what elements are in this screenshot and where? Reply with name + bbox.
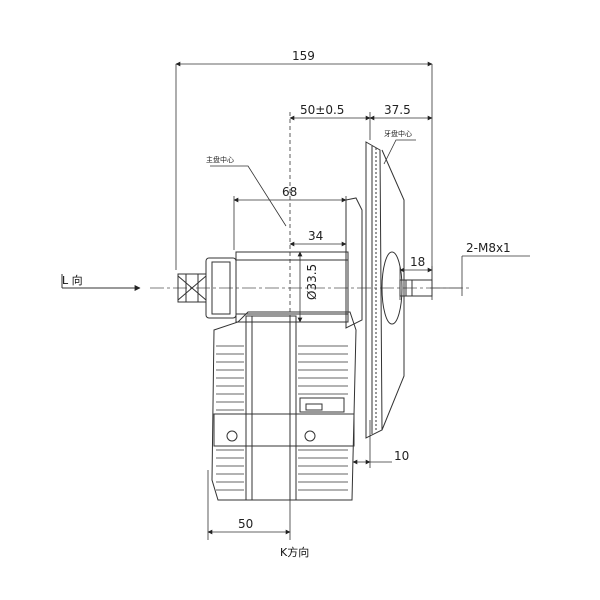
chainring: [365, 141, 433, 439]
dim-thread: 2-M8x1: [466, 241, 511, 255]
label-chainring-center: 牙盘中心: [384, 129, 412, 138]
cooling-fins: [216, 345, 348, 491]
dim-diameter: Ø33.5: [305, 264, 319, 300]
dim-37-5: 37.5: [384, 103, 411, 117]
dim-34: 34: [308, 229, 323, 243]
mount-band: [213, 397, 355, 447]
dim-68: 68: [282, 185, 297, 199]
label-l-direction: L 向: [62, 273, 83, 287]
l-direction-arrow: [61, 274, 141, 291]
dim-18: 18: [410, 255, 425, 269]
label-view-k: K方向: [280, 545, 309, 559]
motor-body: [177, 197, 363, 501]
label-motor-center: 主盘中心: [206, 155, 234, 164]
dim-159: 159: [292, 49, 315, 63]
dim-10: 10: [394, 449, 409, 463]
dim-50: 50: [238, 517, 253, 531]
dim-50-tolerance: 50±0.5: [300, 103, 344, 117]
